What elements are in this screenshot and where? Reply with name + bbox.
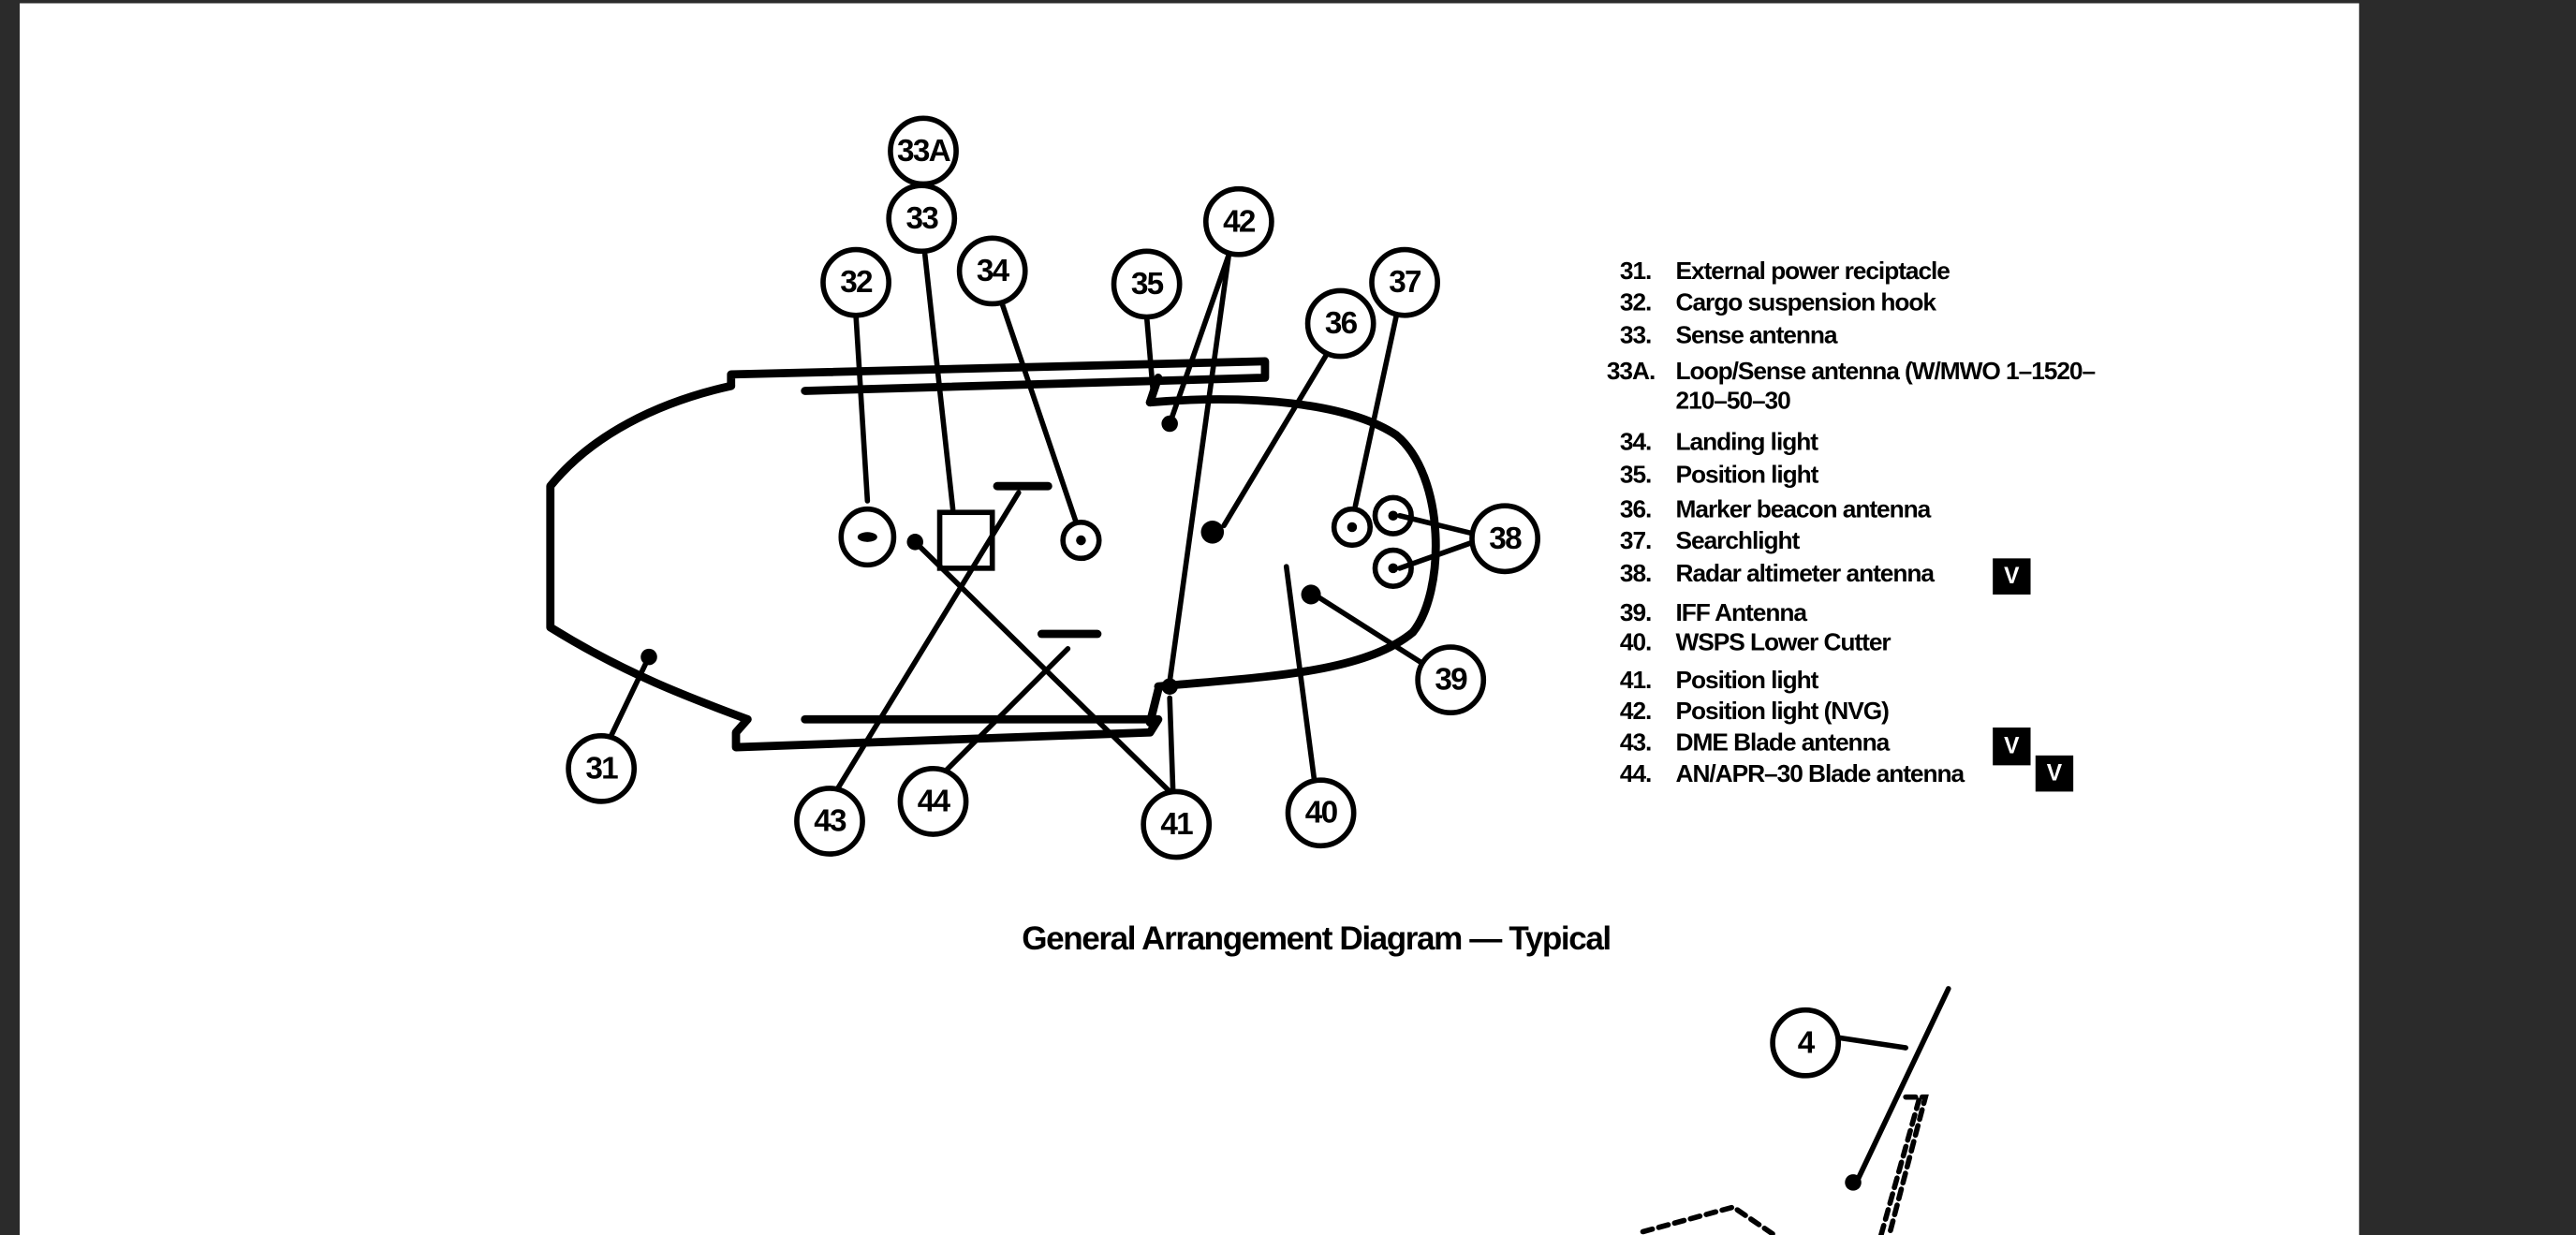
svg-text:External power reciptacle: External power reciptacle	[1676, 257, 1950, 285]
svg-text:33A: 33A	[897, 134, 951, 169]
v-badge-43: V	[1993, 728, 2031, 766]
svg-text:AN/APR–30 Blade antenna: AN/APR–30 Blade antenna	[1676, 759, 1965, 787]
svg-text:33: 33	[905, 201, 938, 236]
svg-text:38: 38	[1489, 522, 1522, 556]
svg-text:44.: 44.	[1620, 759, 1651, 787]
callout-41: 41	[1141, 788, 1213, 860]
svg-text:V: V	[2004, 564, 2020, 589]
right-margin	[2359, 0, 2576, 1235]
svg-text:43.: 43.	[1620, 728, 1651, 757]
svg-text:DME Blade antenna: DME Blade antenna	[1676, 728, 1891, 757]
v-badge-44: V	[2035, 755, 2074, 792]
components	[640, 415, 1414, 695]
svg-text:39.: 39.	[1620, 598, 1651, 626]
svg-text:34: 34	[977, 254, 1010, 288]
callout-39: 39	[1415, 644, 1487, 716]
callout-32: 32	[820, 246, 891, 318]
callout-34: 34	[956, 235, 1028, 307]
svg-text:Radar altimeter antenna: Radar altimeter antenna	[1676, 559, 1936, 587]
callout-33: 33	[886, 183, 958, 255]
svg-text:Position light: Position light	[1676, 461, 1819, 489]
svg-text:WSPS Lower Cutter: WSPS Lower Cutter	[1676, 628, 1892, 656]
svg-text:34.: 34.	[1620, 428, 1651, 456]
svg-text:Position light (NVG): Position light (NVG)	[1676, 697, 1890, 725]
svg-text:36: 36	[1325, 306, 1358, 341]
svg-text:44: 44	[918, 784, 951, 818]
svg-text:33A.: 33A.	[1607, 357, 1655, 385]
svg-text:40: 40	[1305, 796, 1338, 831]
legend: 31. External power reciptacle 32. Cargo su…	[1607, 257, 2097, 792]
svg-text:IFF Antenna: IFF Antenna	[1676, 598, 1808, 626]
svg-text:32.: 32.	[1620, 288, 1651, 316]
svg-text:37.: 37.	[1620, 526, 1651, 554]
svg-text:35.: 35.	[1620, 461, 1651, 489]
svg-text:Loop/Sense antenna (W/MWO 1–15: Loop/Sense antenna (W/MWO 1–1520–	[1676, 357, 2096, 385]
svg-text:V: V	[2004, 734, 2020, 759]
callout-42: 42	[1202, 185, 1274, 257]
diagram-title: General Arrangement Diagram — Typical	[1022, 920, 1611, 957]
svg-text:Marker beacon antenna: Marker beacon antenna	[1676, 495, 1932, 523]
svg-text:42.: 42.	[1620, 697, 1651, 725]
svg-text:Searchlight: Searchlight	[1676, 526, 1801, 554]
callout-40: 40	[1285, 777, 1357, 849]
svg-text:37: 37	[1389, 265, 1421, 300]
svg-text:39: 39	[1435, 663, 1467, 698]
svg-text:Landing light: Landing light	[1676, 428, 1819, 456]
svg-text:V: V	[2047, 761, 2063, 787]
svg-text:42: 42	[1223, 204, 1256, 239]
callout-38: 38	[1469, 503, 1540, 575]
page	[20, 3, 2360, 1235]
svg-text:Position light: Position light	[1676, 666, 1819, 694]
svg-text:31: 31	[585, 751, 618, 786]
callout-4: 4	[1770, 1007, 1842, 1079]
svg-text:40.: 40.	[1620, 628, 1651, 656]
callout-33a: 33A	[888, 115, 959, 187]
svg-text:4: 4	[1798, 1025, 1816, 1060]
svg-text:38.: 38.	[1620, 559, 1651, 587]
svg-text:41: 41	[1160, 807, 1193, 842]
callout-31: 31	[566, 732, 638, 804]
callout-44: 44	[897, 766, 969, 837]
svg-text:Sense antenna: Sense antenna	[1676, 321, 1838, 349]
svg-text:31.: 31.	[1620, 257, 1651, 285]
svg-text:32: 32	[840, 265, 873, 300]
callout-43: 43	[794, 786, 865, 857]
svg-text:35: 35	[1131, 267, 1164, 301]
callout-36: 36	[1304, 287, 1376, 360]
svg-text:36.: 36.	[1620, 495, 1651, 523]
callout-37: 37	[1369, 246, 1440, 318]
callouts: 33A 33 32 34 35 42 36 37 38 39 40 41 44 …	[566, 115, 1842, 1079]
svg-text:41.: 41.	[1620, 666, 1651, 694]
v-badge-38: V	[1993, 558, 2031, 595]
svg-text:33.: 33.	[1620, 321, 1651, 349]
callout-35: 35	[1111, 248, 1183, 320]
leader-lines	[608, 252, 1951, 1235]
svg-text:210–50–30: 210–50–30	[1676, 387, 1791, 415]
svg-text:43: 43	[814, 803, 846, 838]
svg-text:Cargo suspension hook: Cargo suspension hook	[1676, 288, 1937, 316]
